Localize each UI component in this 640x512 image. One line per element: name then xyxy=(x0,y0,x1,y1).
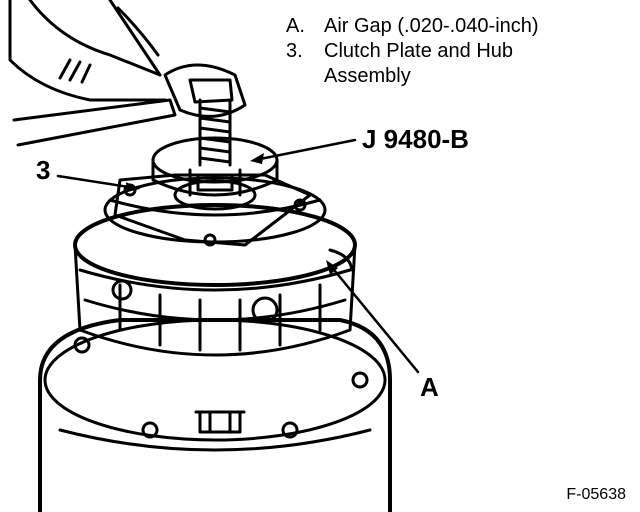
legend-key: A. xyxy=(286,15,305,37)
callout-part3: 3 xyxy=(36,155,51,185)
legend-item-a: A. Air Gap (.020-.040-inch) xyxy=(286,14,539,39)
leader-part3 xyxy=(56,174,137,190)
legend-text: Assembly xyxy=(324,65,411,87)
legend: A. Air Gap (.020-.040-inch) 3. Clutch Pl… xyxy=(286,14,539,89)
legend-text: Clutch Plate and Hub xyxy=(324,40,514,62)
tool-j9480b xyxy=(151,136,279,211)
arrowhead-j9480b xyxy=(250,153,264,164)
legend-item-3: 3. Clutch Plate and Hub Assembly xyxy=(286,39,539,89)
threaded-bolt xyxy=(198,98,232,167)
legend-text: Air Gap (.020-.040-inch) xyxy=(324,15,539,37)
compressor-body xyxy=(38,318,392,512)
hand xyxy=(8,0,167,102)
leader-j9480b xyxy=(253,138,357,162)
arrowhead-partA xyxy=(326,260,338,275)
wrench xyxy=(12,63,247,147)
leader-partA xyxy=(328,263,420,374)
legend-key: 3. xyxy=(286,40,303,62)
callout-tool: J 9480-B xyxy=(362,124,469,154)
base-bolt xyxy=(194,410,246,434)
figure-number: F-05638 xyxy=(566,486,626,503)
callout-partA: A xyxy=(420,372,439,402)
leader-lines xyxy=(56,138,420,374)
arrowhead-part3 xyxy=(126,182,140,192)
pulley-housing xyxy=(73,203,357,357)
